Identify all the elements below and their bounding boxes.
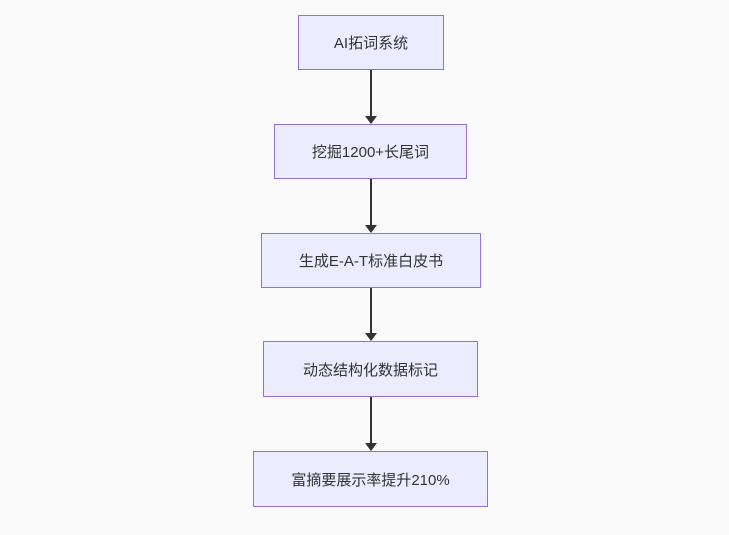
flow-node-longtail-keywords: 挖掘1200+长尾词 bbox=[274, 124, 467, 179]
edge-arrow-n3-n4 bbox=[364, 288, 378, 341]
flow-node-label: 富摘要展示率提升210% bbox=[291, 471, 450, 489]
flow-node-eat-whitepaper: 生成E-A-T标准白皮书 bbox=[261, 233, 481, 288]
flow-node-ai-keyword-expansion-system: AI拓词系统 bbox=[298, 15, 444, 70]
flow-node-label: 挖掘1200+长尾词 bbox=[311, 144, 430, 161]
flow-node-label: 生成E-A-T标准白皮书 bbox=[298, 253, 444, 270]
edge-arrow-n1-n2 bbox=[364, 70, 378, 124]
edge-arrow-n4-n5 bbox=[364, 397, 378, 451]
flow-node-label: 动态结构化数据标记 bbox=[302, 361, 438, 379]
flow-node-rich-snippet-rate: 富摘要展示率提升210% bbox=[253, 451, 488, 507]
flow-node-structured-data-markup: 动态结构化数据标记 bbox=[263, 341, 478, 397]
edge-arrow-n2-n3 bbox=[364, 179, 378, 233]
flow-node-label: AI拓词系统 bbox=[333, 35, 409, 52]
